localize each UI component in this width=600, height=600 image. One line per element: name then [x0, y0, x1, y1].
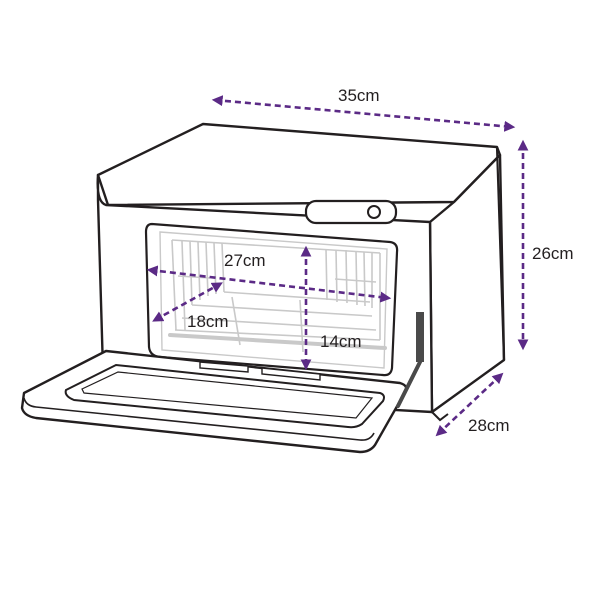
door-edge-line — [23, 397, 375, 441]
door-window — [64, 363, 385, 429]
label-outer-width: 35cm — [338, 86, 380, 105]
dimension-arrows — [146, 95, 529, 437]
label-outer-depth: 28cm — [468, 416, 510, 435]
power-knob — [367, 205, 381, 219]
door-hinge-right — [261, 367, 321, 381]
label-inner-depth: 18cm — [187, 312, 229, 331]
door-hinge-left — [199, 361, 249, 373]
rack-rail-front — [168, 333, 387, 350]
label-inner-height: 14cm — [320, 332, 362, 351]
cabinet-foot — [431, 411, 449, 422]
display-strip — [304, 199, 398, 225]
arrow-inner-depth — [152, 282, 223, 322]
back-edge-line — [495, 146, 506, 361]
label-outer-height: 26cm — [532, 244, 574, 263]
door-support-arm — [396, 312, 424, 408]
label-inner-width: 27cm — [224, 251, 266, 270]
door-window-inner — [81, 371, 374, 419]
cabinet-top-face — [96, 122, 502, 207]
arrow-outer-depth — [435, 372, 504, 437]
control-panel — [304, 199, 398, 225]
door — [20, 349, 408, 454]
